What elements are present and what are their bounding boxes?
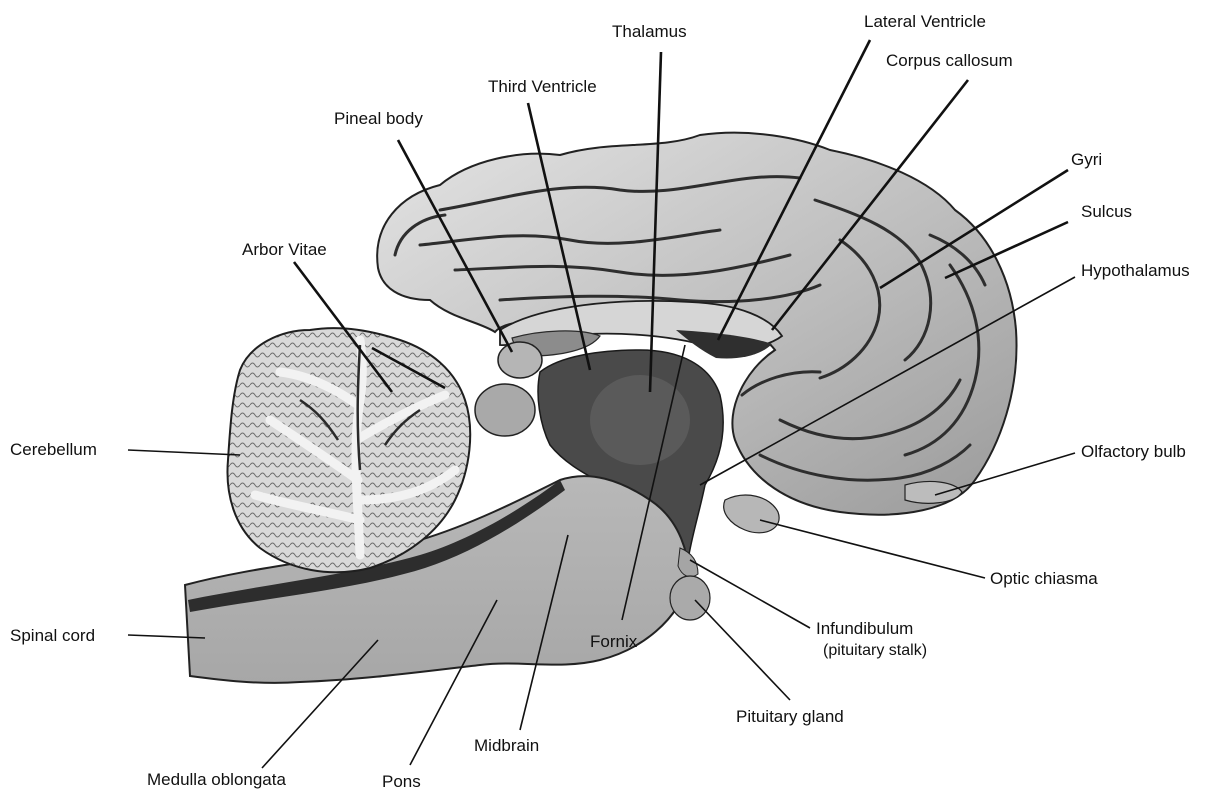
label-spinal-cord: Spinal cord: [10, 626, 95, 645]
label-optic-chiasma: Optic chiasma: [990, 569, 1098, 588]
pituitary-shape: [670, 576, 710, 620]
leader-cerebellum: [128, 450, 240, 455]
pineal-shape: [498, 342, 542, 378]
label-olfactory-bulb: Olfactory bulb: [1081, 442, 1186, 461]
label-midbrain: Midbrain: [474, 736, 539, 755]
label-gyri: Gyri: [1071, 150, 1102, 169]
label-third-ventricle: Third Ventricle: [488, 77, 597, 96]
label-medulla-oblongata: Medulla oblongata: [147, 770, 286, 789]
label-hypothalamus: Hypothalamus: [1081, 261, 1190, 280]
leader-optic-chiasma: [760, 520, 985, 578]
label-thalamus: Thalamus: [612, 22, 687, 41]
colliculus-shape: [475, 384, 535, 436]
label-arbor-vitae: Arbor Vitae: [242, 240, 327, 259]
label-pituitary-gland: Pituitary gland: [736, 707, 844, 726]
label-pineal-body: Pineal body: [334, 109, 423, 128]
label-infundibulum-note: (pituitary stalk): [823, 642, 927, 659]
label-pons: Pons: [382, 772, 421, 791]
label-fornix: Fornix: [590, 632, 638, 651]
label-infundibulum: Infundibulum: [816, 619, 913, 638]
brain-illustration: [185, 133, 1017, 683]
label-sulcus: Sulcus: [1081, 202, 1132, 221]
leader-pituitary-gland: [695, 600, 790, 700]
label-lateral-ventricle: Lateral Ventricle: [864, 12, 986, 31]
label-cerebellum: Cerebellum: [10, 440, 97, 459]
label-corpus-callosum: Corpus callosum: [886, 51, 1013, 70]
optic-chiasm-shape: [724, 495, 779, 533]
